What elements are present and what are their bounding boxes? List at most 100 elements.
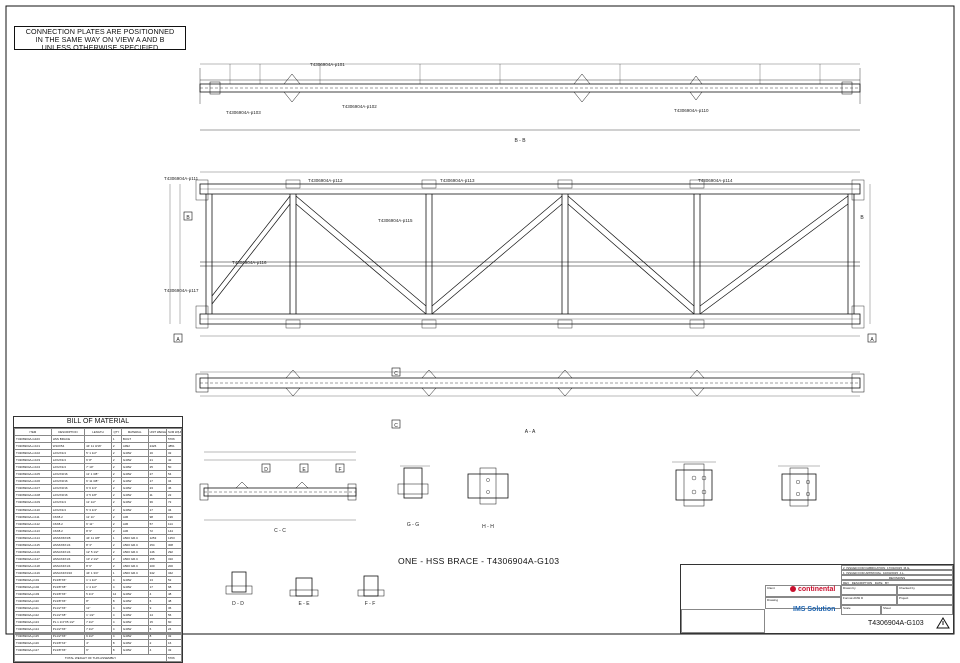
bom-cell: L2X2X1/4 — [50, 456, 86, 465]
bom-cell: 2 — [110, 484, 122, 493]
bom-cell: 17 — [147, 477, 167, 486]
bom-cell: HSS BRACE — [50, 435, 86, 444]
logo-mark-icon — [790, 586, 796, 592]
bom-cell: 4 — [110, 611, 122, 620]
bom-cell: T4306904A-p111 — [14, 604, 52, 613]
bom-cell: G40W — [120, 456, 149, 465]
client-field: Client — [765, 585, 841, 597]
bom-cell: 57 — [147, 519, 167, 528]
bom-title: BILL OF MATERIAL — [14, 417, 182, 428]
bom-cell: 15 — [147, 618, 167, 627]
bom-col-qty: QTY — [110, 427, 122, 437]
bom-cell: T4306904A-G103 — [14, 435, 52, 444]
section-c-c — [199, 451, 357, 521]
drawing-field: Drawing — [765, 597, 841, 609]
bom-cell: 200 — [165, 561, 183, 570]
bom-cell: T4306904A-m102 — [14, 449, 52, 458]
view-a-a — [195, 369, 865, 397]
bom-cell: 8 — [147, 632, 167, 641]
bom-cell: A500 GR.C — [120, 554, 149, 563]
bom-cell: 292 — [165, 547, 183, 556]
bom-table: ITEM DESCRIPTION LENGTH QTY MATERIAL UNI… — [14, 427, 183, 662]
bom-cell: 13' 2 1/2" — [84, 554, 112, 563]
callout-tag: T4306904A-p110 — [674, 108, 709, 113]
bom-cell: G40W — [120, 597, 149, 606]
bom-cell: T4306904A-p103 — [14, 590, 52, 599]
bom-cell: HSS4X4X1/4 — [50, 547, 86, 556]
bom-cell: 6 — [147, 597, 167, 606]
bom-cell: G40W — [120, 639, 149, 648]
bom-cell: C6X8.2 — [50, 519, 86, 528]
bom-cell: 68 — [165, 583, 183, 592]
bom-cell: 8 — [110, 597, 122, 606]
bom-cell: 11 — [147, 491, 167, 500]
view-title-f: F - F — [365, 601, 376, 607]
callout-tag: T4306904A-p114 — [698, 178, 733, 183]
bom-cell: 17 — [147, 505, 167, 514]
bom-cell: 2 — [110, 512, 122, 521]
bom-cell: T4306904A-m115 — [14, 540, 52, 549]
bom-cell: 4 — [110, 583, 122, 592]
section-marker-a-right: A — [870, 337, 874, 343]
bom-cell: 48 — [165, 590, 183, 599]
view-title-g: G - G — [407, 522, 419, 528]
sheet-border — [5, 5, 955, 635]
title-block: 2 ISSUED FOR FABRICATION 17/03/2015 M.G.… — [680, 564, 954, 634]
drawing-canvas: B - B A - A C - C G - G H - H D - D E - … — [5, 5, 955, 635]
bom-cell: 7' 10" — [84, 463, 112, 472]
section-marker-b-left: B — [186, 215, 190, 221]
bom-cell: 32 — [165, 449, 183, 458]
bom-cell: 11' 1/2" — [84, 498, 112, 507]
bom-cell: 14 — [147, 611, 167, 620]
bom-cell: A500 GR.C — [120, 568, 149, 577]
callout-tag: T4306904A-p111 — [164, 176, 199, 181]
bom-cell: 342 — [165, 568, 183, 577]
checked-by-field: Checked by — [897, 585, 953, 595]
bom-cell: 2 — [110, 526, 122, 535]
view-title-d: D - D — [232, 601, 244, 607]
bom-cell: 12 — [110, 590, 122, 599]
bom-cell: G40W — [120, 505, 149, 514]
bom-cell: 44' 11 3/16" — [84, 442, 112, 451]
bom-col-material: MATERIAL — [120, 427, 149, 437]
bom-cell: 4 — [110, 618, 122, 627]
bom-cell: 23 — [147, 484, 167, 493]
bom-cell: A500 GR.C — [120, 561, 149, 570]
bom-cell: T4306904A-m106 — [14, 477, 52, 486]
bom-cell: T4306904A-m111 — [14, 512, 52, 521]
bom-cell: G40W — [120, 491, 149, 500]
bom-cell: A992 — [120, 442, 149, 451]
bom-cell: 22 — [165, 491, 183, 500]
bom-cell: L2X2X1/4 — [50, 498, 86, 507]
bom-cell: L2X2X3/16 — [50, 491, 86, 500]
callout-tag: T4306904A-p112 — [308, 178, 343, 183]
bom-cell: 146 — [147, 547, 167, 556]
bom-cell: 34 — [165, 477, 183, 486]
bom-cell: 1' 1 1/2" — [84, 575, 112, 585]
bom-cell: 34 — [165, 505, 183, 514]
bom-cell: 2 — [110, 561, 122, 570]
bom-cell: 5' 3 1/4" — [84, 505, 112, 514]
bom-cell: G40W — [120, 583, 149, 592]
bom-cell: A36 — [120, 519, 149, 528]
bom-cell: 48 — [165, 597, 183, 606]
bom-cell: G40W — [120, 449, 149, 458]
bom-cell: T4306904A-p117 — [14, 646, 52, 655]
scale-field: Scale — [841, 605, 881, 615]
bom-cell: 11' 11" — [84, 512, 112, 521]
bom-cell: A500 GR.C — [120, 547, 149, 556]
bom-cell — [84, 435, 112, 444]
bom-cell: 72 — [165, 498, 183, 507]
bom-cell: G40W — [120, 618, 149, 627]
section-marker-a-left: A — [176, 337, 180, 343]
bom-cell: 27 — [147, 470, 167, 479]
view-title-h: H - H — [482, 524, 494, 530]
bom-cell: 8 — [110, 646, 122, 655]
bom-cell: 44' 11 3/8" — [84, 533, 112, 542]
